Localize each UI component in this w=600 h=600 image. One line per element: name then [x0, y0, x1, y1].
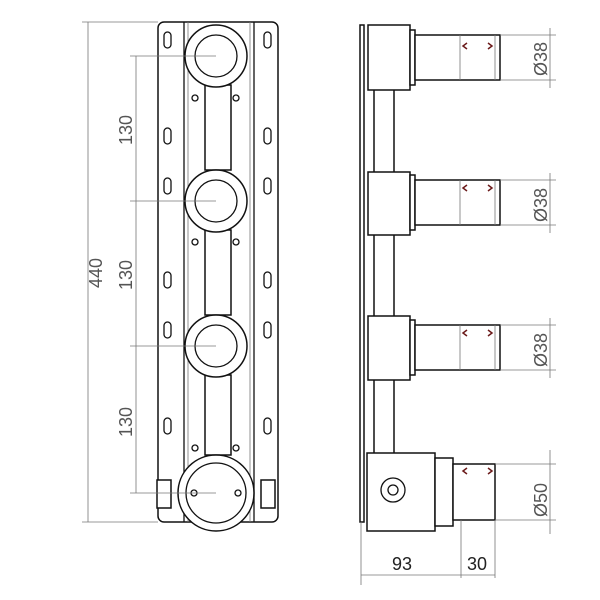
front-dimensions: 440 130 130 130 [82, 21, 216, 523]
front-view: 440 130 130 130 [82, 21, 279, 532]
markers [461, 42, 494, 475]
dim-spacing-1: 130 [116, 115, 136, 145]
dim-outlet-4-diameter: Ø50 [531, 483, 551, 517]
outlet-2 [367, 171, 501, 236]
dim-overall-height: 440 [86, 258, 106, 288]
side-plate [359, 24, 365, 523]
dim-outlet-2-diameter: Ø38 [531, 188, 551, 222]
outlet-3 [367, 315, 501, 381]
mounting-slots [163, 31, 272, 452]
dim-spacing-2: 130 [116, 260, 136, 290]
dim-spacing-3: 130 [116, 407, 136, 437]
dim-outlet-3-diameter: Ø38 [531, 333, 551, 367]
side-view: Ø38 Ø38 Ø38 Ø50 93 30 [359, 24, 556, 585]
riser-pipe [373, 84, 395, 466]
side-dimensions: Ø38 Ø38 Ø38 Ø50 93 30 [360, 28, 556, 585]
dim-outlet-depth: 30 [467, 554, 487, 574]
valve-ports [156, 24, 276, 532]
outlet-4 [366, 452, 496, 532]
dim-body-depth: 93 [392, 554, 412, 574]
outlet-1 [367, 24, 501, 91]
dim-outlet-1-diameter: Ø38 [531, 42, 551, 76]
